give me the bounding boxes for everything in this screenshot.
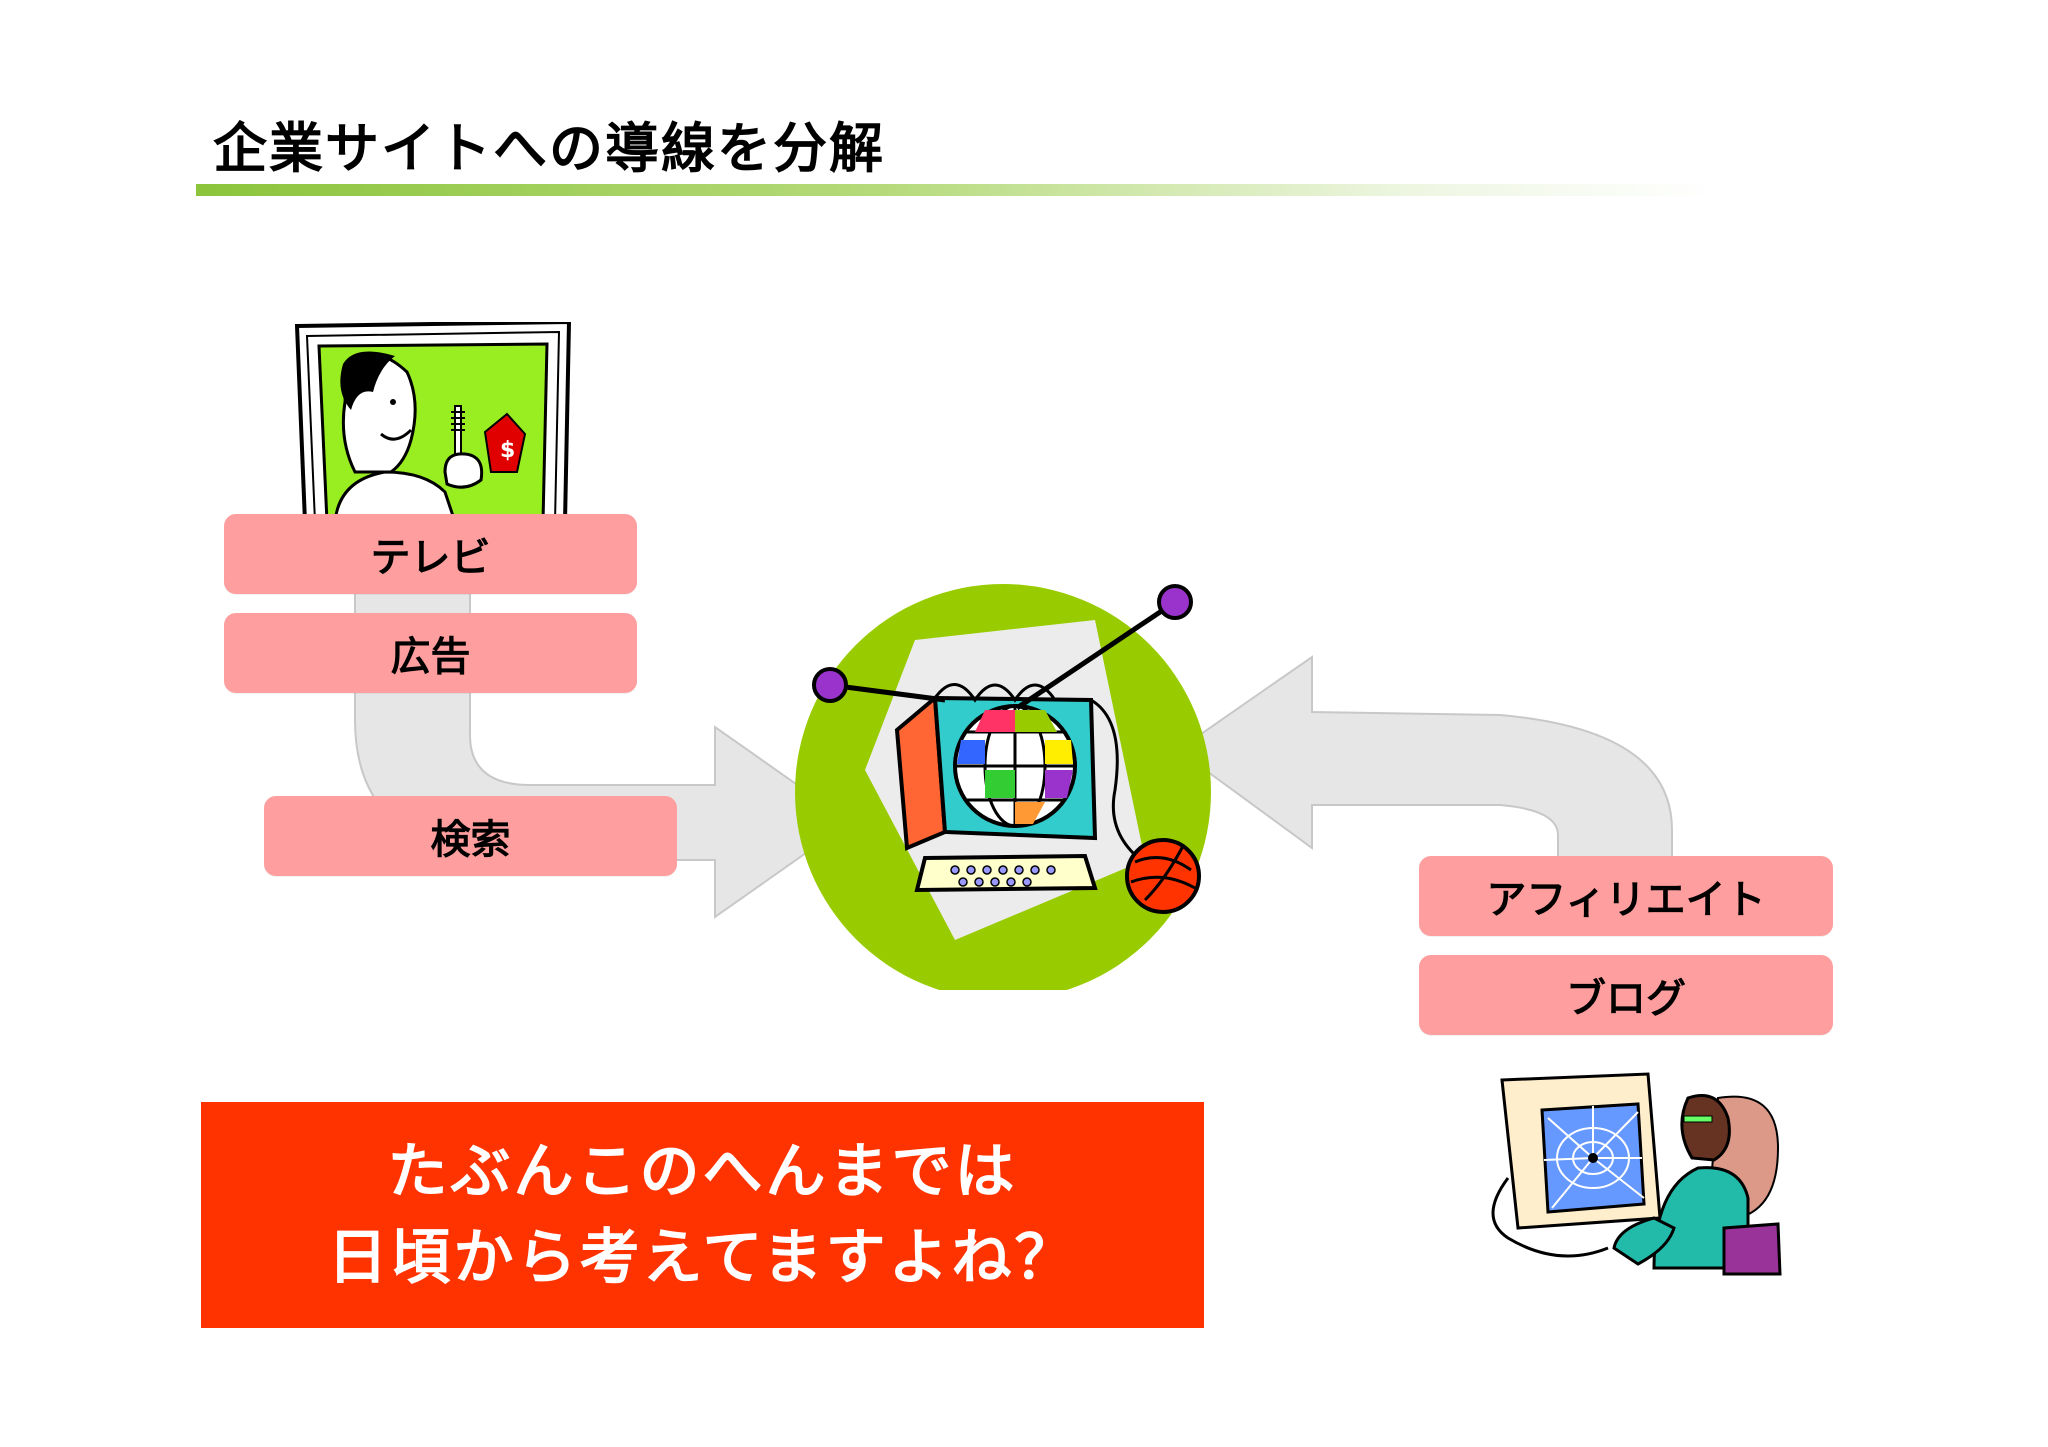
person-at-computer-icon bbox=[1491, 1072, 1782, 1276]
source-label-ads: 広告 bbox=[224, 613, 637, 693]
right-flow-arrow bbox=[1176, 655, 1673, 881]
source-label-blog: ブログ bbox=[1419, 955, 1833, 1035]
source-label-search: 検索 bbox=[264, 796, 677, 876]
callout-box: たぶんこのへんまでは 日頃から考えてますよね？ bbox=[201, 1102, 1204, 1328]
globe-computer-hub-icon bbox=[795, 584, 1211, 990]
source-label-affiliate: アフィリエイト bbox=[1419, 856, 1833, 936]
source-label-tv: テレビ bbox=[224, 514, 637, 594]
title-underline bbox=[196, 184, 1716, 196]
svg-text:$: $ bbox=[500, 438, 515, 463]
callout-line-2: 日頃から考えてますよね？ bbox=[327, 1223, 1078, 1293]
slide-title: 企業サイトへの導線を分解 bbox=[213, 117, 885, 180]
tv-presenter-icon: $ bbox=[295, 322, 571, 522]
callout-line-1: たぶんこのへんまでは bbox=[387, 1137, 1018, 1207]
